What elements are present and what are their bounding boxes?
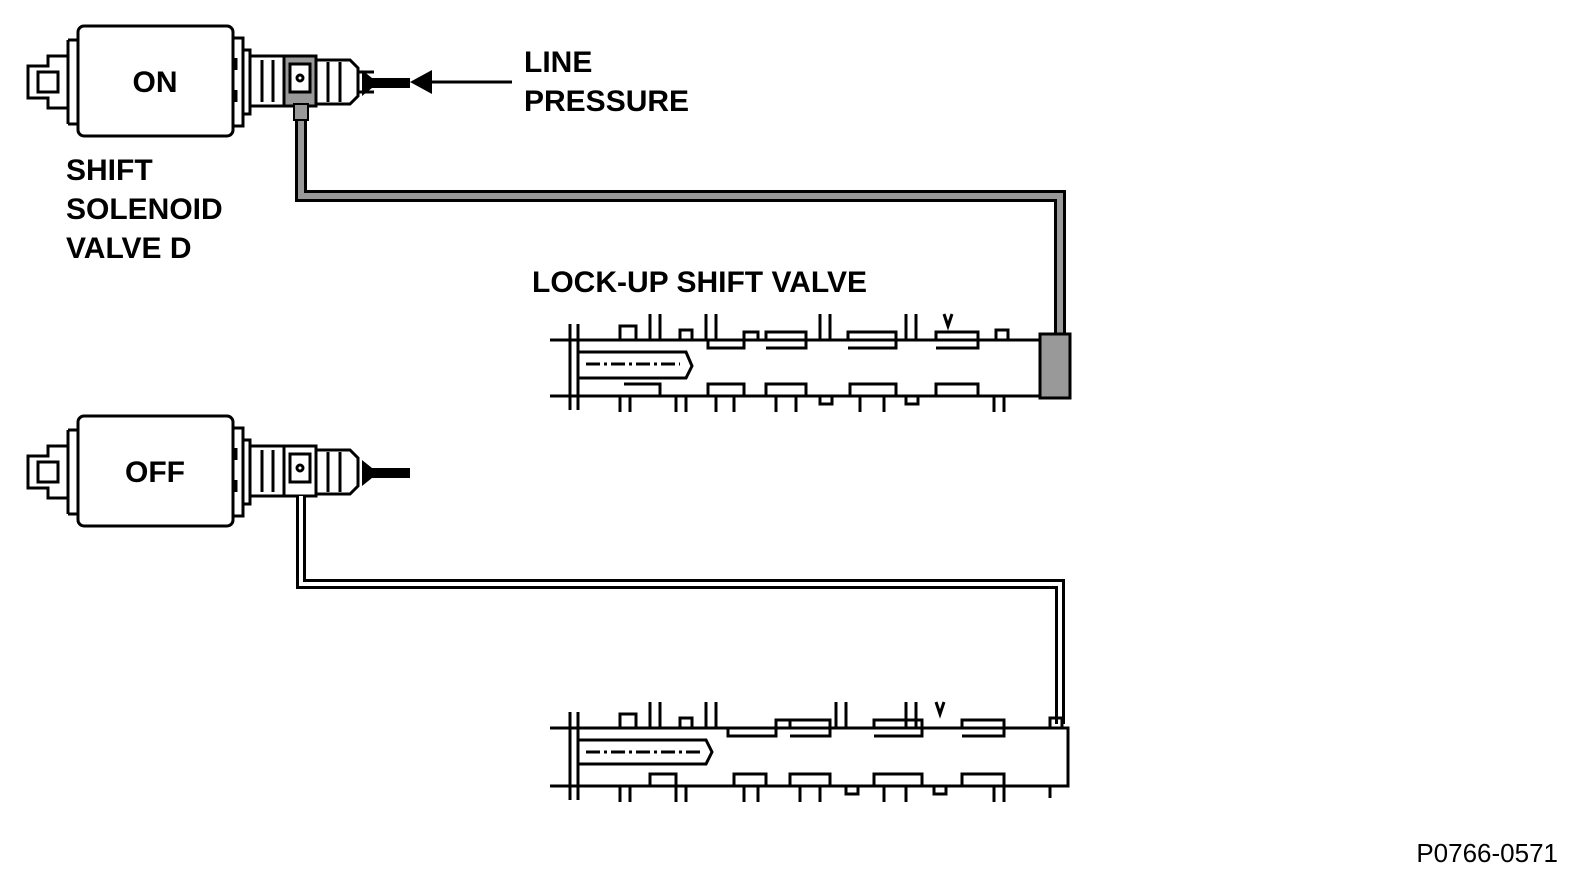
figure-id: P0766-0571 xyxy=(1416,838,1558,868)
solenoid-bottom-state: OFF xyxy=(125,456,185,489)
solenoid-bottom-tip xyxy=(362,460,410,486)
line-pressure-label-2: PRESSURE xyxy=(524,85,689,118)
oil-passage-bottom xyxy=(296,496,1065,724)
solenoid-bottom-connector xyxy=(26,444,70,500)
lockup-shift-valve-top xyxy=(550,313,1070,412)
solenoid-bottom-body xyxy=(76,414,235,528)
solenoid-top xyxy=(26,24,374,138)
solenoid-top-tip xyxy=(362,70,410,96)
solenoid-top-state: ON xyxy=(133,66,178,99)
solenoid-top-connector xyxy=(26,54,70,110)
line-pressure-arrow xyxy=(410,70,512,94)
solenoid-label-1: SHIFT xyxy=(66,154,153,187)
lockup-shift-valve-bottom xyxy=(550,701,1070,802)
valve-top-pressure-chamber xyxy=(1038,332,1072,400)
solenoid-label-2: SOLENOID xyxy=(66,193,223,226)
solenoid-top-body xyxy=(76,24,235,138)
solenoid-label-3: VALVE D xyxy=(66,232,192,265)
oil-passage-top xyxy=(295,106,1066,338)
solenoid-bottom xyxy=(26,414,360,528)
valve-title: LOCK-UP SHIFT VALVE xyxy=(532,266,867,299)
line-pressure-label-1: LINE xyxy=(524,46,592,79)
